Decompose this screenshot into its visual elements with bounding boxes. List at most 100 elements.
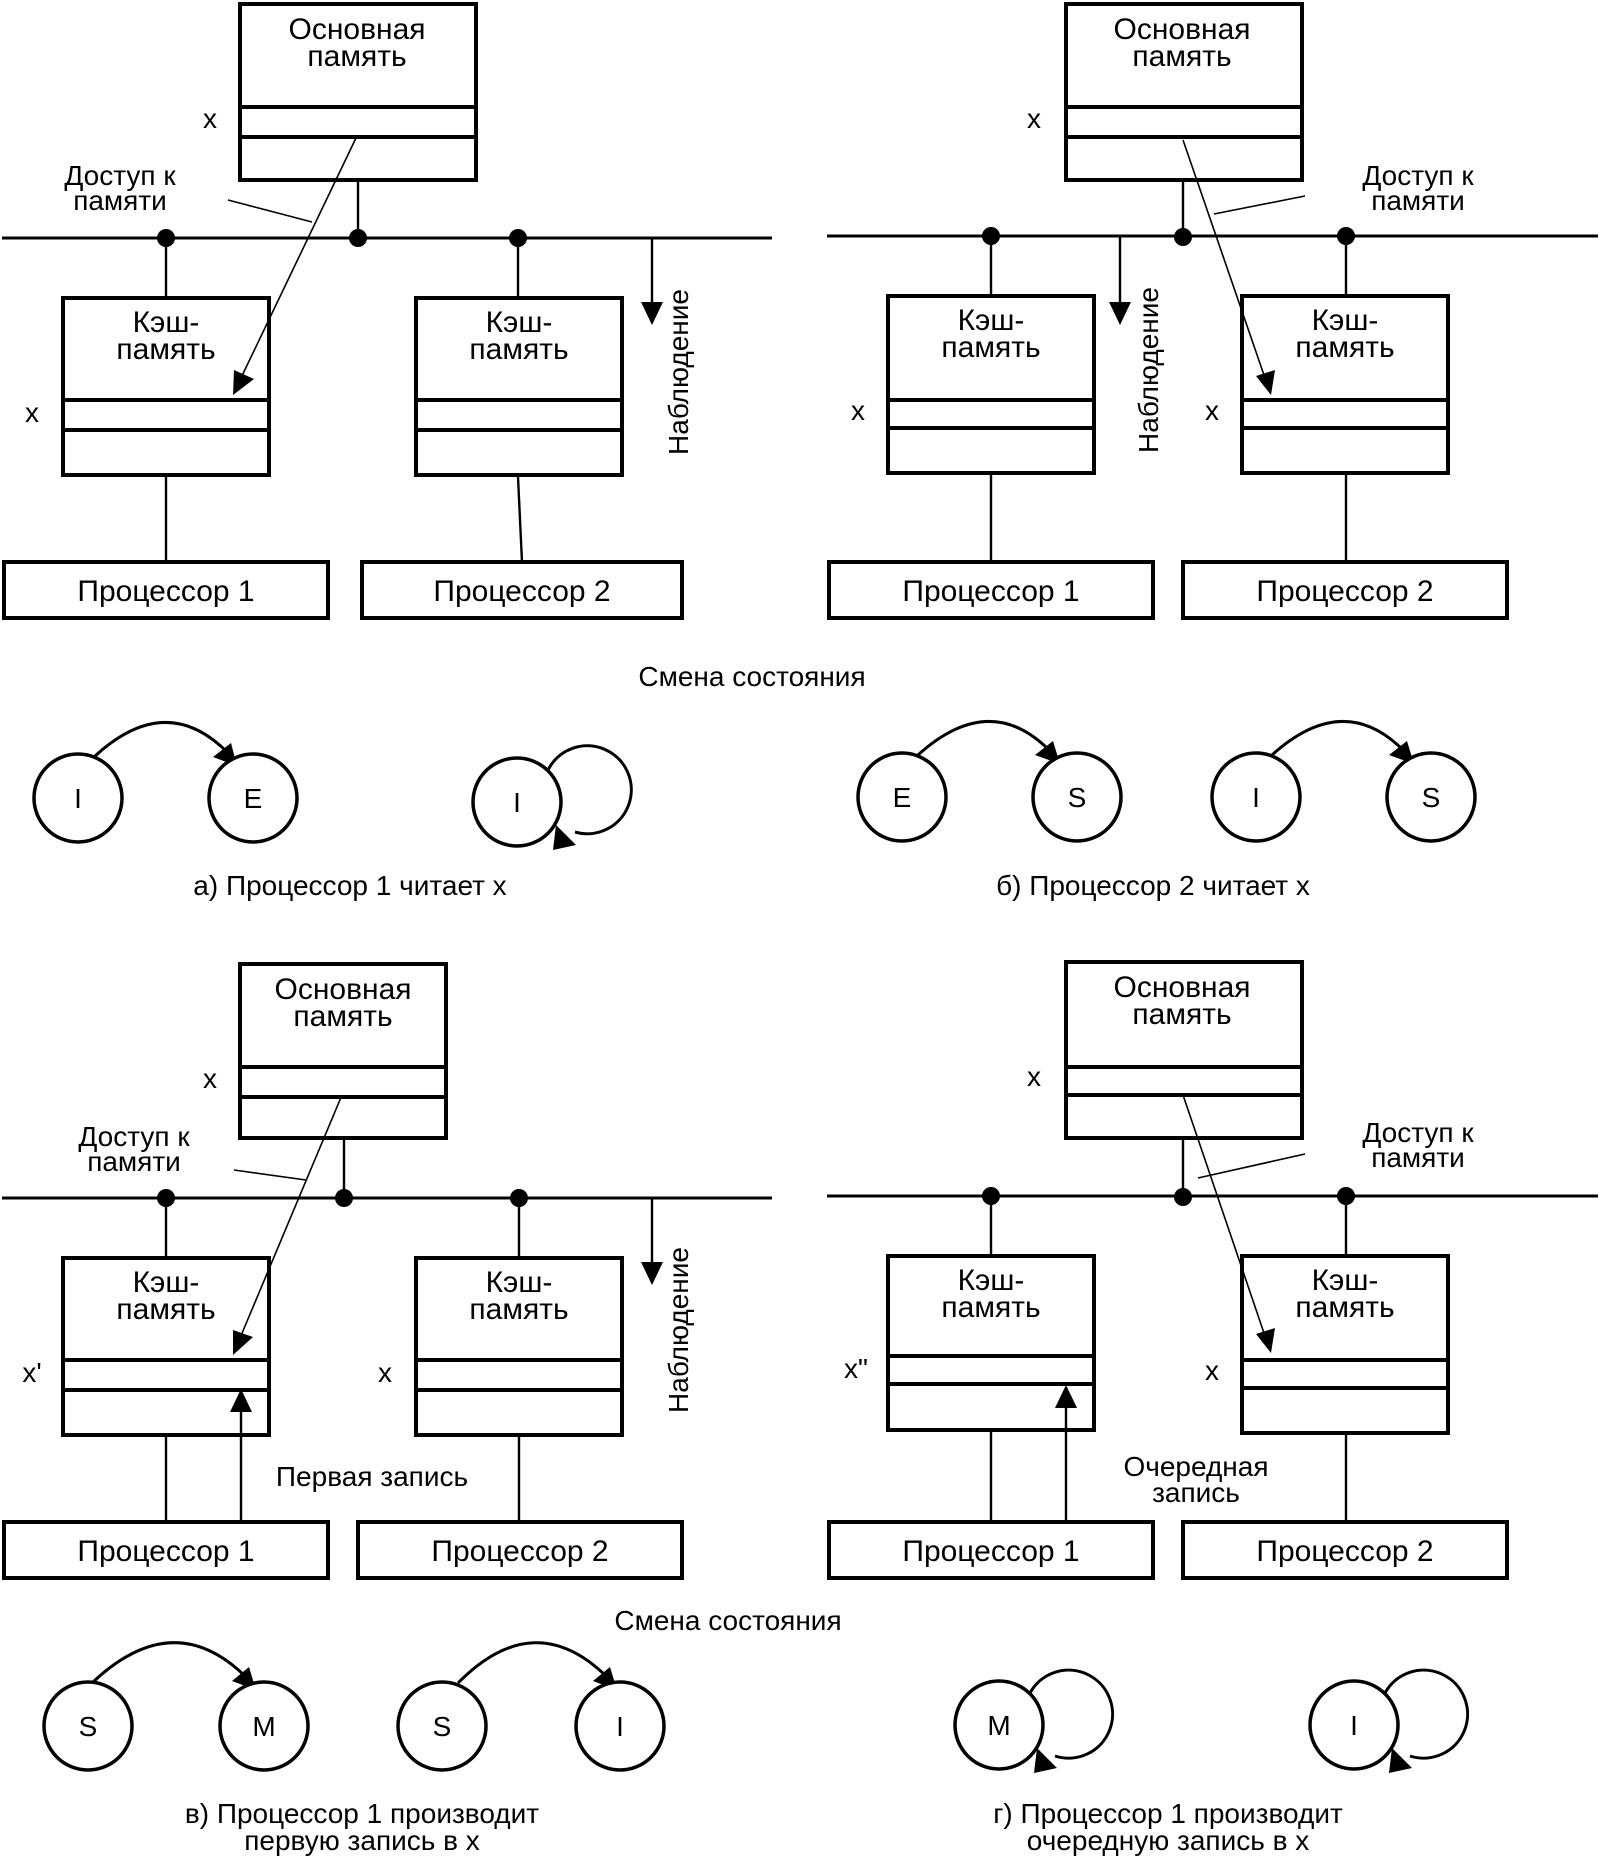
main-memory-label-line1: Основная xyxy=(288,13,425,46)
state-label-p2-from: S xyxy=(433,1711,452,1742)
cache-2-line xyxy=(1240,398,1450,430)
state-circle-p2-to xyxy=(1385,751,1477,843)
processor-2-label: Процессор 2 xyxy=(1256,575,1433,608)
state-label-p1-from: I xyxy=(74,783,82,814)
main-memory-box xyxy=(238,962,448,1140)
state-label-p2-from: I xyxy=(1252,782,1260,813)
processor-2-box xyxy=(356,1520,684,1580)
data-transfer-line xyxy=(239,137,357,381)
cache-2-x-label: x xyxy=(1205,1355,1219,1386)
state-label-p2-to: S xyxy=(1422,782,1441,813)
state-label-p1-from: E xyxy=(893,782,912,813)
cache-2-label-line2: память xyxy=(469,333,568,366)
panel-c: Основная память x Доступ к памяти Кэш- п… xyxy=(2,962,842,1856)
p2-self-loop-arrowhead xyxy=(1389,1748,1412,1773)
cache-2-x-label: x xyxy=(1205,395,1219,426)
cache-1-label-line2: память xyxy=(116,1293,215,1326)
processor-1-label: Процессор 1 xyxy=(902,1535,1079,1568)
state-circle-p1-from xyxy=(42,1680,134,1772)
p2-transition-arc xyxy=(456,1641,610,1685)
p2-self-loop xyxy=(546,744,633,836)
state-label-p1-from: S xyxy=(79,1711,98,1742)
data-transfer-arrowhead xyxy=(1256,370,1275,395)
state-circle-p2-to xyxy=(574,1680,666,1772)
state-label-p2-to: I xyxy=(616,1711,624,1742)
p2-self-loop-arrowhead xyxy=(553,825,576,850)
state-change-label: Смена состояния xyxy=(614,1605,841,1636)
panel-b: Основная память x Доступ к памяти Кэш- п… xyxy=(827,2,1598,901)
p2-self-loop xyxy=(1383,1668,1470,1760)
data-transfer-line xyxy=(1182,139,1266,379)
caption-c-line2: первую запись в x xyxy=(244,1825,480,1856)
state-label-p1: M xyxy=(987,1710,1010,1741)
memory-line-x xyxy=(1064,1065,1304,1097)
cache-2-line xyxy=(414,398,624,432)
memory-line-x xyxy=(238,1065,448,1099)
snoop-label: Наблюдение xyxy=(1133,287,1164,453)
cache-1-x-label: x' xyxy=(22,1357,41,1388)
processor-2-box xyxy=(1181,1520,1509,1580)
processor-2-box xyxy=(360,560,684,620)
processor-2-label: Процессор 2 xyxy=(1256,1535,1433,1568)
processor-1-label: Процессор 1 xyxy=(77,1535,254,1568)
cache-1-label-line2: память xyxy=(941,1291,1040,1324)
state-label-p2: I xyxy=(513,787,521,818)
memory-x-label: x xyxy=(203,1063,217,1094)
snoop-label: Наблюдение xyxy=(663,289,694,455)
cache-2-line xyxy=(1240,1358,1450,1390)
cache-2-label-line1: Кэш- xyxy=(1312,1264,1379,1297)
cache-1-label-line2: память xyxy=(116,333,215,366)
cache-1-label-line1: Кэш- xyxy=(958,1264,1025,1297)
main-memory-box xyxy=(238,2,478,182)
caption-d-line1: г) Процессор 1 производит xyxy=(993,1798,1343,1829)
p1-self-loop-arrowhead xyxy=(1034,1748,1057,1773)
memory-access-label-line1: Доступ к xyxy=(78,1121,190,1152)
caption-b: б) Процессор 2 читает x xyxy=(996,870,1310,901)
bus-junction-memory xyxy=(1174,1188,1192,1206)
cache-2-line xyxy=(414,1358,624,1392)
processor-1-box xyxy=(2,560,330,620)
caption-d-line2: очередную запись в x xyxy=(1027,1825,1309,1856)
state-circle-p1-to xyxy=(207,752,299,844)
state-circle-p1-from xyxy=(856,751,948,843)
write-label: Первая запись xyxy=(276,1461,468,1492)
bus-junction-memory xyxy=(335,1189,353,1207)
processor-1-label: Процессор 1 xyxy=(77,575,254,608)
memory-access-leader xyxy=(1213,195,1306,215)
cache-2-label-line1: Кэш- xyxy=(486,306,553,339)
state-circle-p1-from xyxy=(32,752,124,844)
main-memory-label-line1: Основная xyxy=(1113,971,1250,1004)
memory-access-label-line2: памяти xyxy=(87,1146,181,1177)
snoop-arrowhead xyxy=(641,302,663,325)
memory-access-leader xyxy=(233,1169,307,1181)
cache-1-line xyxy=(886,398,1096,430)
p1-transition-arc xyxy=(916,720,1052,757)
cache-1-x-label: x xyxy=(25,397,39,428)
caption-a: а) Процессор 1 читает x xyxy=(193,870,506,901)
cache-2-box xyxy=(1240,1254,1450,1435)
cache-2-label-line2: память xyxy=(1295,1291,1394,1324)
state-circle-p2-from xyxy=(1210,751,1302,843)
data-transfer-arrowhead xyxy=(1256,1328,1275,1353)
main-memory-label-line1: Основная xyxy=(274,973,411,1006)
cache-2-label-line1: Кэш- xyxy=(486,1266,553,1299)
write-label-line1: Очередная xyxy=(1123,1451,1268,1482)
cache-1-line xyxy=(886,1354,1096,1386)
state-label-p2: I xyxy=(1350,1710,1358,1741)
memory-access-label-line1: Доступ к xyxy=(64,160,176,191)
snoop-arrowhead xyxy=(641,1262,663,1285)
cache-1-line xyxy=(61,398,271,432)
cache-2-label-line2: память xyxy=(1295,331,1394,364)
processor-2-box xyxy=(1181,560,1509,620)
p2-transition-arc xyxy=(1270,720,1406,757)
state-circle-p2-from xyxy=(396,1680,488,1772)
memory-x-label: x xyxy=(203,103,217,134)
state-circle-p2 xyxy=(1308,1679,1400,1771)
memory-x-label: x xyxy=(1027,103,1041,134)
cache-1-line xyxy=(61,1358,271,1392)
main-memory-label-line2: память xyxy=(293,1000,392,1033)
cache-1-label-line1: Кэш- xyxy=(958,304,1025,337)
p1-transition-arc xyxy=(92,721,230,759)
snoop-label: Наблюдение xyxy=(663,1247,694,1413)
